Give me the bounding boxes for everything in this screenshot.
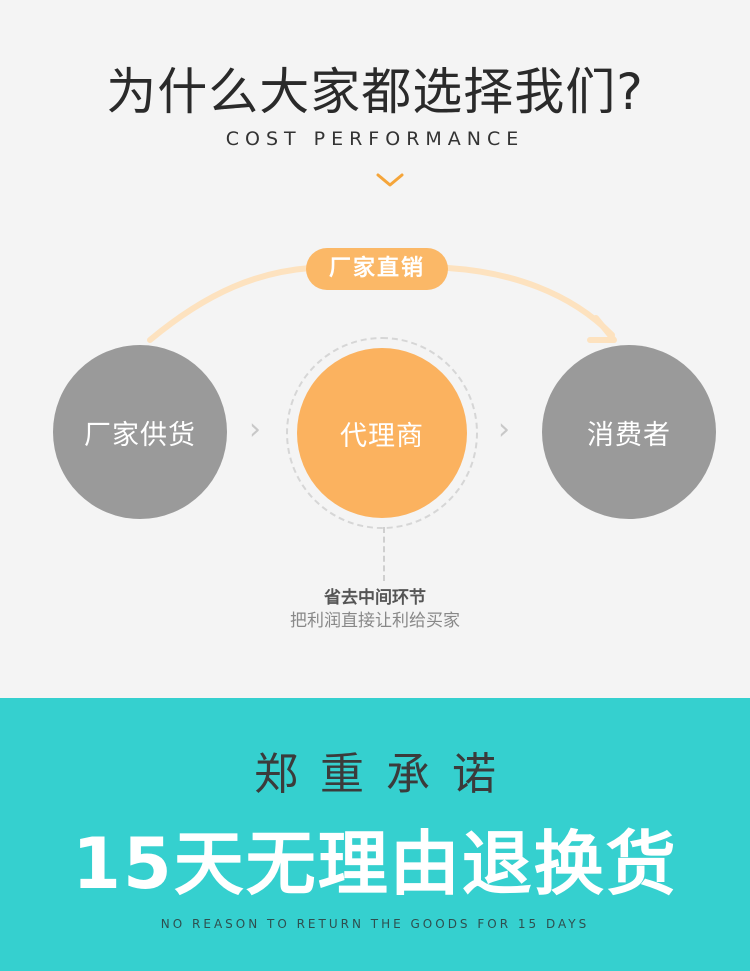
node-consumer-label: 消费者 xyxy=(587,419,671,451)
badge-label: 厂家直销 xyxy=(328,256,425,281)
top-section: 为什么大家都选择我们? COST PERFORMANCE 厂家直销 厂家供货 ›… xyxy=(53,63,716,631)
promise-heading: 郑重承诺 xyxy=(254,749,518,800)
promise-banner: 郑重承诺 15天无理由退换货 NO REASON TO RETURN THE G… xyxy=(0,698,750,971)
promise-english: NO REASON TO RETURN THE GOODS FOR 15 DAY… xyxy=(160,917,590,931)
chevron-down-icon xyxy=(376,173,404,187)
page-title: 为什么大家都选择我们? xyxy=(106,63,644,121)
promise-main: 15天无理由退换货 xyxy=(72,823,678,905)
node-factory: 厂家供货 xyxy=(53,345,227,519)
node-consumer: 消费者 xyxy=(542,345,716,519)
note-line-2: 把利润直接让利给买家 xyxy=(290,611,460,631)
chevron-right-icon: › xyxy=(249,412,261,447)
page-subtitle: COST PERFORMANCE xyxy=(225,128,525,150)
agent-dashed-ring xyxy=(286,337,478,529)
direct-sales-badge: 厂家直销 xyxy=(306,248,448,290)
node-factory-label: 厂家供货 xyxy=(84,419,196,451)
node-agent-label: 代理商 xyxy=(340,420,424,452)
chevron-right-icon: › xyxy=(498,412,510,447)
node-agent: 代理商 xyxy=(297,348,467,518)
note-line-1: 省去中间环节 xyxy=(324,588,426,608)
dashed-connector xyxy=(383,527,385,581)
flow-arc xyxy=(147,265,617,343)
